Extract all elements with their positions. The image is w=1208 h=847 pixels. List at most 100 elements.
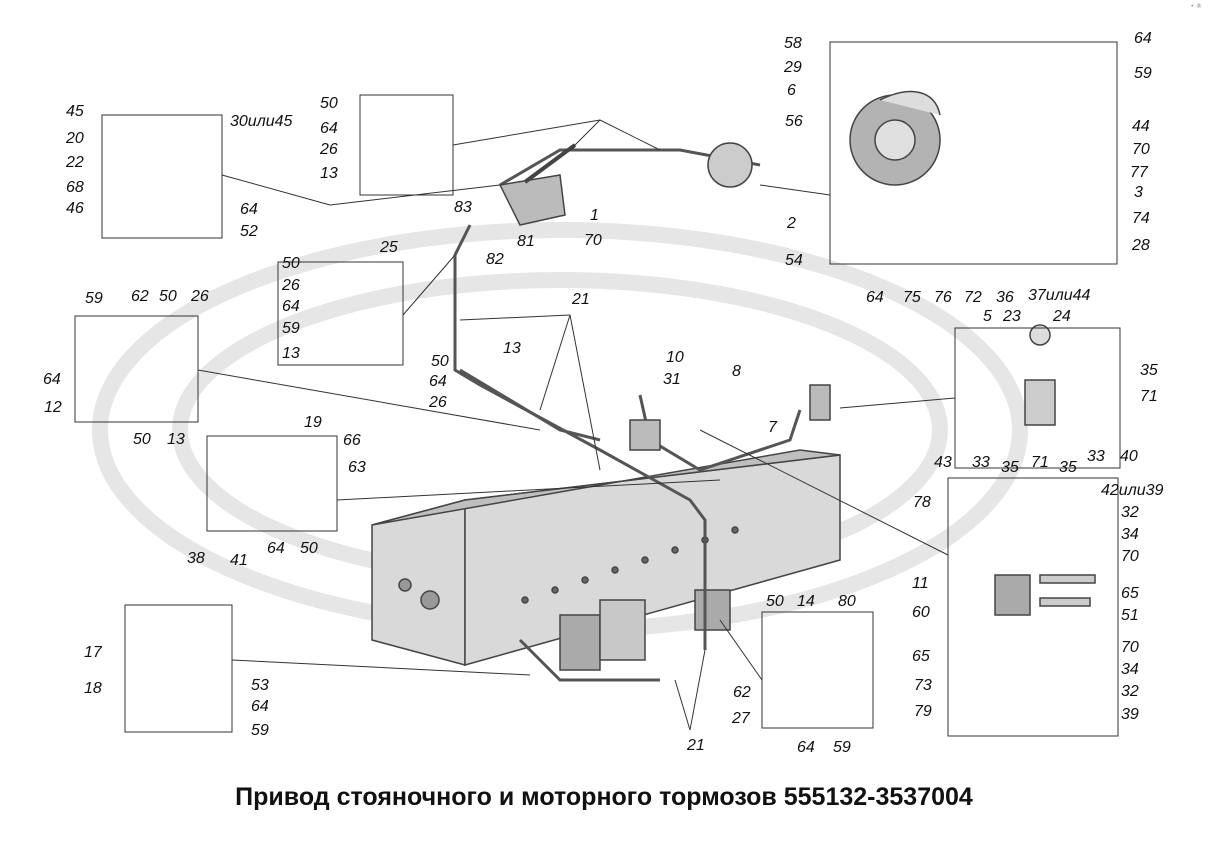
callout: 82: [486, 251, 504, 268]
callout: 25: [379, 239, 398, 256]
callout: 28: [1131, 237, 1150, 254]
callout: 64: [797, 739, 815, 756]
callout: 50: [431, 353, 449, 370]
box-1: [101, 114, 223, 239]
callouts-box-7: 5 23 24 35 71 43 33 35 71 35 33 40: [934, 308, 1158, 476]
callout: 46: [66, 200, 84, 217]
callout: 77: [1130, 164, 1149, 181]
callout: 58: [784, 35, 802, 52]
callout: 19: [304, 414, 322, 431]
callout: 68: [66, 179, 84, 196]
callout: 74: [1132, 210, 1150, 227]
callout: 64: [282, 298, 300, 315]
callout: 12: [44, 399, 62, 416]
callout: 34: [1121, 526, 1139, 543]
callout: 65: [1121, 585, 1139, 602]
callouts-box-9: 17 18 53 64 59: [84, 644, 269, 739]
components: [498, 90, 1096, 616]
callout: 32: [1121, 504, 1139, 521]
callout: 38: [187, 550, 205, 567]
callout: 24: [1052, 308, 1071, 325]
leader-lines: [197, 119, 956, 731]
callout: 13: [167, 431, 185, 448]
callout: 13: [282, 345, 300, 362]
callout: 50: [133, 431, 151, 448]
box-10: [761, 611, 874, 729]
callout: 64: [1134, 30, 1152, 47]
callout: 70: [1132, 141, 1150, 158]
callout: 44: [1132, 118, 1150, 135]
callouts-box-8: 78 42или39 32 34 70 65 51 11 60 65 70 34…: [912, 482, 1164, 723]
callout: 66: [343, 432, 361, 449]
callout: 64: [320, 120, 338, 137]
callout: 60: [912, 604, 930, 621]
callouts-box-2: 50 64 26 13: [319, 95, 338, 182]
callout: 59: [85, 290, 103, 307]
callout: 73: [914, 677, 932, 694]
callouts-box-5: 59 62 50 26 64 12 50 13: [43, 288, 209, 448]
callout: 35: [1140, 362, 1158, 379]
callout: 29: [783, 59, 802, 76]
callout: 78: [913, 494, 931, 511]
callout: 35: [1001, 459, 1019, 476]
callout: 40: [1120, 448, 1138, 465]
callout: 26: [319, 141, 338, 158]
callout: 41: [230, 552, 248, 569]
callout: 31: [663, 371, 681, 388]
callout: 7: [768, 419, 778, 436]
corner-mark: • ®: [1190, 3, 1202, 10]
callout: 54: [785, 252, 803, 269]
callout: 70: [1121, 639, 1139, 656]
callout: 20: [65, 130, 84, 147]
callout: 26: [281, 277, 300, 294]
callout: 33: [972, 454, 990, 471]
box-5: [74, 315, 199, 423]
callout: 26: [190, 288, 209, 305]
callout: 64: [251, 698, 269, 715]
callout: 59: [833, 739, 851, 756]
callout: 21: [686, 737, 705, 754]
callout: 79: [914, 703, 932, 720]
callout: 64: [267, 540, 285, 557]
callout: 13: [503, 340, 521, 357]
box-4: [277, 261, 404, 366]
callout: 10: [666, 349, 684, 366]
callouts-box-10: 50 14 80 62 27 64 59: [731, 593, 856, 756]
callout: 71: [1140, 388, 1158, 405]
callout: 50: [320, 95, 338, 112]
callout: 64: [429, 373, 447, 390]
callout: 83: [454, 199, 472, 216]
callouts-box-3: 58 29 6 56 64 59 44 70 77 3 74 28 2 54 6…: [783, 30, 1152, 306]
callout: 26: [428, 394, 447, 411]
box-2: [359, 94, 454, 196]
box-8: [947, 477, 1119, 737]
callout: 14: [797, 593, 815, 610]
callout: 1: [590, 207, 599, 224]
box-6: [206, 435, 338, 532]
callout: 21: [571, 291, 590, 308]
box-9: [124, 604, 233, 733]
frame-rail: [371, 449, 841, 671]
callout: 59: [251, 722, 269, 739]
callout: 72: [964, 289, 982, 306]
callouts-box-1: 45 20 22 68 46 30или45 64 52: [65, 103, 293, 240]
callout: 75: [903, 289, 921, 306]
callout: 71: [1031, 454, 1049, 471]
callout: 17: [84, 644, 103, 661]
box-3: [829, 41, 1118, 265]
callout: 59: [1134, 65, 1152, 82]
callout: 62: [733, 684, 751, 701]
callout: 30или45: [230, 113, 293, 130]
callout: 45: [66, 103, 84, 120]
callout: 63: [348, 459, 366, 476]
callout: 23: [1002, 308, 1021, 325]
callout: 65: [912, 648, 930, 665]
callout: 53: [251, 677, 269, 694]
callout: 76: [934, 289, 952, 306]
callout: 50: [282, 255, 300, 272]
callout: 13: [320, 165, 338, 182]
callout: 34: [1121, 661, 1139, 678]
callout: 59: [282, 320, 300, 337]
callouts-box-6: 19 66 63 38 41 64 50: [187, 414, 366, 569]
callout: 39: [1121, 706, 1139, 723]
